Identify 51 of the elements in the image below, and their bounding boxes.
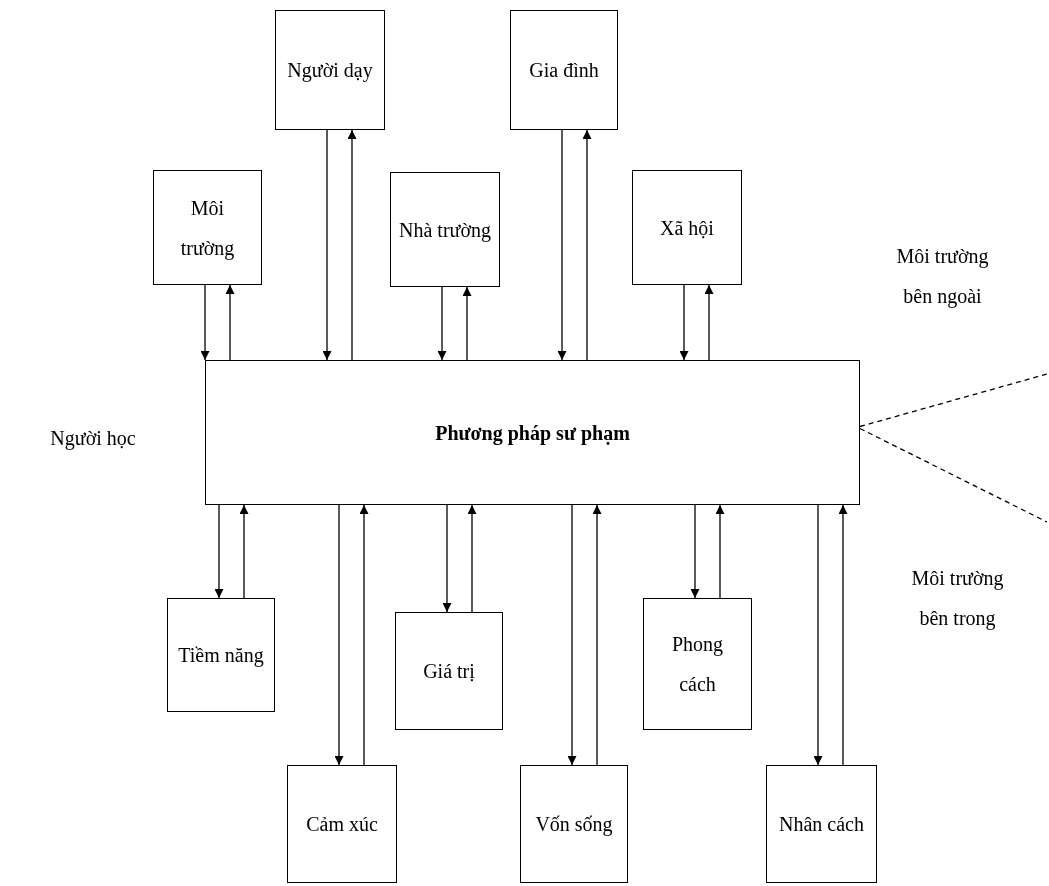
box-text: Tiềm năng — [178, 643, 264, 669]
box-text: Môi trường — [179, 195, 236, 262]
concept-box — [510, 10, 618, 130]
concept-box — [390, 172, 500, 287]
arrow — [567, 504, 577, 766]
box-text: Nhà trường — [399, 217, 491, 244]
arrow — [704, 284, 714, 361]
arrow — [322, 129, 332, 361]
arrow — [347, 129, 357, 361]
arrow — [359, 504, 369, 766]
concept-box — [395, 612, 503, 730]
side-label: Môi trường bên trong — [910, 566, 1005, 632]
concept-box — [167, 598, 275, 712]
box-text: Phương pháp sư phạm — [435, 420, 630, 447]
box-text: Gia đình — [529, 58, 599, 83]
arrow — [813, 504, 823, 766]
arrow — [334, 504, 344, 766]
concept-box — [643, 598, 752, 730]
side-label: Người học — [49, 426, 137, 452]
arrow — [200, 284, 210, 361]
concept-box — [520, 765, 628, 883]
concept-box — [632, 170, 742, 285]
arrow — [557, 129, 567, 361]
arrow — [225, 284, 235, 361]
box-text: Phong cách — [670, 632, 725, 697]
arrow — [467, 504, 477, 613]
side-label: Môi trường bên ngoài — [895, 244, 990, 310]
arrow — [715, 504, 725, 599]
concept-box — [153, 170, 262, 285]
box-text: Vốn sống — [535, 812, 613, 838]
concept-box — [275, 10, 385, 130]
arrow — [462, 286, 472, 361]
box-text: Người dạy — [287, 58, 373, 84]
arrow — [838, 504, 848, 766]
box-text: Nhân cách — [779, 812, 864, 837]
box-text: Giá trị — [423, 659, 475, 684]
arrow — [239, 504, 249, 599]
arrow — [679, 284, 689, 361]
dashed-line — [859, 427, 1048, 523]
arrow — [582, 129, 592, 361]
arrow — [442, 504, 452, 613]
arrow — [592, 504, 602, 766]
dashed-line — [859, 373, 1048, 428]
arrow — [214, 504, 224, 599]
central-box — [205, 360, 860, 505]
box-text: Xã hội — [660, 215, 714, 241]
concept-box — [766, 765, 877, 883]
box-text: Cảm xúc — [306, 812, 378, 837]
arrow — [690, 504, 700, 599]
concept-box — [287, 765, 397, 883]
arrow — [437, 286, 447, 361]
